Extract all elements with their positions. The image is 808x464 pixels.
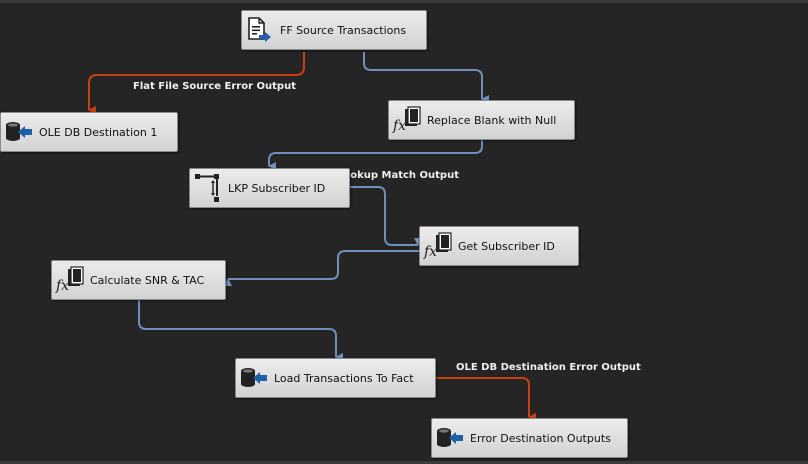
path-lookup-match[interactable] (350, 186, 422, 246)
component-label: Replace Blank with Null (427, 113, 557, 127)
ole-db-destination-icon (432, 423, 466, 453)
derived-column-icon: fx (52, 265, 86, 295)
lookup-icon (190, 173, 224, 203)
window-top-border (0, 0, 808, 3)
component-label: Load Transactions To Fact (274, 371, 414, 385)
component-lkp-subscriber-id[interactable]: LKP Subscriber ID (189, 168, 350, 208)
svg-text:fx: fx (423, 244, 437, 260)
ole-db-destination-icon (236, 363, 270, 393)
path-calc-to-load[interactable] (138, 299, 343, 361)
path-label-lookup-match: Lookup Match Output (337, 170, 459, 181)
component-label: OLE DB Destination 1 (39, 125, 158, 139)
path-label-flat-file-error: Flat File Source Error Output (133, 81, 296, 92)
component-ff-source-transactions[interactable]: FF Source Transactions (241, 10, 427, 50)
component-calculate-snr-tac[interactable]: fx Calculate SNR & TAC (51, 260, 226, 300)
window-bottom-border (0, 461, 808, 464)
path-ff-to-replace[interactable] (363, 52, 489, 103)
component-error-destination-outputs[interactable]: Error Destination Outputs (431, 418, 628, 458)
path-label-ole-db-error: OLE DB Destination Error Output (456, 362, 641, 373)
flat-file-source-icon (242, 15, 276, 45)
derived-column-icon: fx (420, 231, 454, 261)
path-flat-file-error[interactable] (88, 52, 305, 114)
component-get-subscriber-id[interactable]: fx Get Subscriber ID (419, 226, 579, 266)
component-load-transactions-to-fact[interactable]: Load Transactions To Fact (235, 358, 436, 398)
component-ole-db-destination-1[interactable]: OLE DB Destination 1 (0, 112, 178, 152)
component-label: Get Subscriber ID (458, 239, 555, 253)
component-label: FF Source Transactions (280, 23, 407, 37)
svg-text:fx: fx (392, 118, 406, 134)
component-label: Error Destination Outputs (470, 431, 611, 445)
component-label: Calculate SNR & TAC (90, 273, 205, 287)
component-label: LKP Subscriber ID (228, 181, 326, 195)
path-replace-to-lookup[interactable] (268, 140, 483, 170)
ole-db-destination-icon (1, 117, 35, 147)
derived-column-icon: fx (389, 105, 423, 135)
component-replace-blank-with-null[interactable]: fx Replace Blank with Null (388, 100, 575, 140)
path-ole-db-error[interactable] (436, 377, 536, 421)
path-get-to-calc[interactable] (224, 250, 419, 286)
svg-text:fx: fx (55, 278, 69, 294)
